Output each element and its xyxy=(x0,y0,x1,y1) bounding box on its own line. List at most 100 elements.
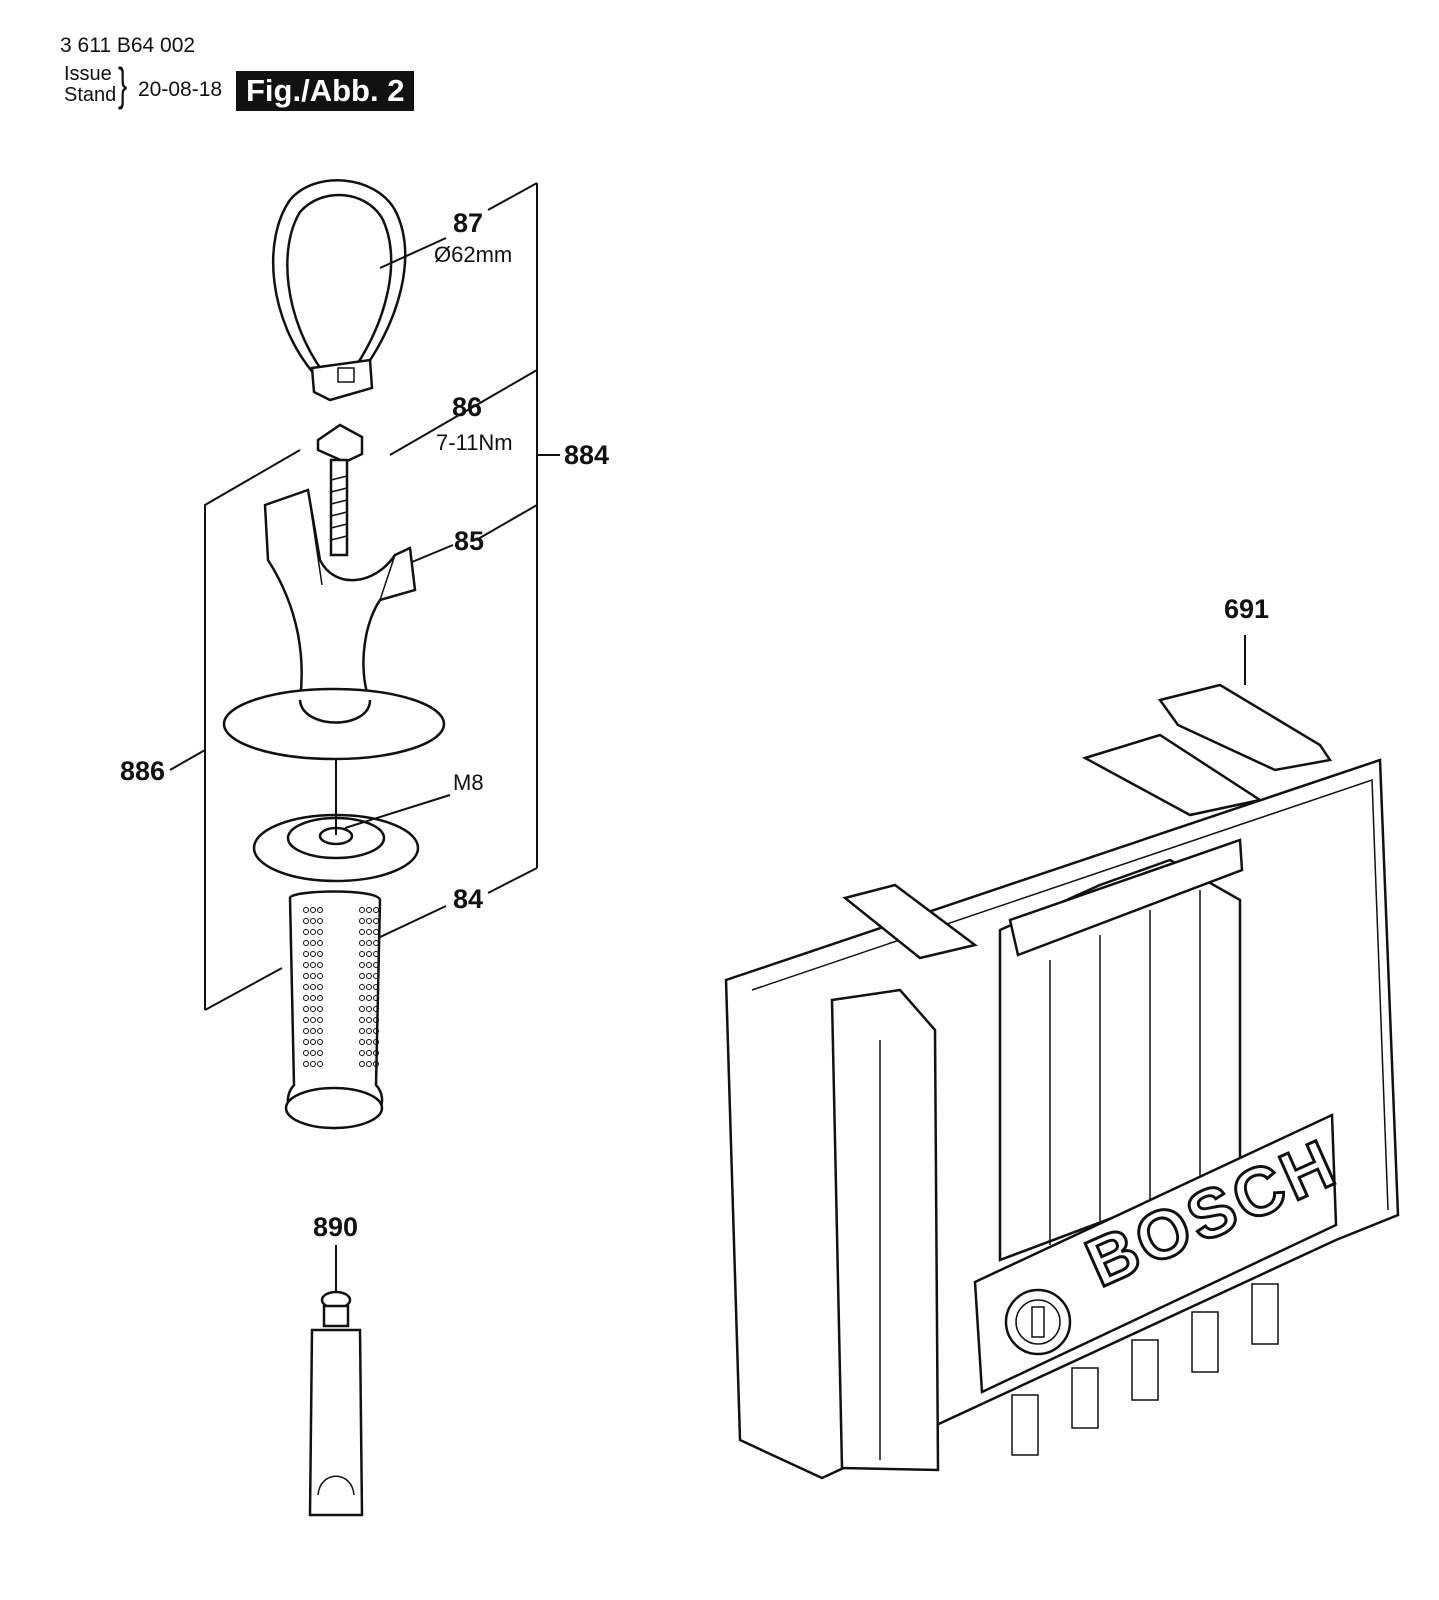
grip-dot xyxy=(373,973,379,979)
part-890-grease-tube xyxy=(308,1245,364,1517)
callout-84: 84 xyxy=(453,884,483,914)
part-691-carrying-case: BOSCH xyxy=(724,635,1400,1480)
grip-dot xyxy=(303,984,309,990)
grip-dot xyxy=(303,929,309,935)
grip-dot xyxy=(366,929,372,935)
grip-dot xyxy=(373,1017,379,1023)
grip-dot xyxy=(317,995,323,1001)
grip-dot xyxy=(373,1028,379,1034)
figure-badge: Fig./Abb. 2 xyxy=(236,71,415,111)
part-86-t-screw xyxy=(316,423,364,557)
grip-dot xyxy=(359,962,365,968)
grip-dot xyxy=(310,907,316,913)
grip-dot xyxy=(359,929,365,935)
grip-dot xyxy=(359,940,365,946)
grip-dot xyxy=(317,929,323,935)
grip-dot xyxy=(303,1017,309,1023)
grip-dot xyxy=(373,1006,379,1012)
grip-dot xyxy=(303,940,309,946)
grip-dot xyxy=(373,1050,379,1056)
grip-dot xyxy=(310,962,316,968)
callout-691: 691 xyxy=(1224,594,1269,624)
grip-dot xyxy=(303,1061,309,1067)
grip-dot xyxy=(366,1017,372,1023)
grip-dot xyxy=(366,995,372,1001)
grip-dot xyxy=(373,940,379,946)
grip-dot xyxy=(317,973,323,979)
grip-dot xyxy=(317,1061,323,1067)
grip-dot xyxy=(373,929,379,935)
grip-dot xyxy=(366,1039,372,1045)
grip-dot xyxy=(303,907,309,913)
grip-dot xyxy=(373,995,379,1001)
grip-dot xyxy=(303,1039,309,1045)
grip-dot xyxy=(303,962,309,968)
issue-date: 20-08-18 xyxy=(138,78,223,101)
grip-dot xyxy=(317,984,323,990)
callout-884: 884 xyxy=(564,440,609,470)
grip-dot xyxy=(366,1006,372,1012)
grip-dot xyxy=(359,1061,365,1067)
part-flange-washer xyxy=(252,760,451,883)
grip-dot xyxy=(359,995,365,1001)
grip-dot xyxy=(303,995,309,1001)
grip-dot xyxy=(310,1039,316,1045)
grip-dot xyxy=(317,940,323,946)
grip-dot-pattern xyxy=(303,907,379,1067)
grip-dot xyxy=(366,918,372,924)
part-84-grip-handle xyxy=(284,890,447,1130)
grip-dot xyxy=(310,995,316,1001)
grip-dot xyxy=(317,1050,323,1056)
brace-glyph: } xyxy=(118,58,128,110)
callout-m8: M8 xyxy=(453,770,484,795)
grip-dot xyxy=(310,1028,316,1034)
callout-86-spec: 7-11Nm xyxy=(436,430,513,455)
grip-dot xyxy=(359,1017,365,1023)
grip-dot xyxy=(310,1061,316,1067)
grip-dot xyxy=(317,1006,323,1012)
part-85-handle-holder xyxy=(222,488,454,761)
grip-dot xyxy=(303,1006,309,1012)
grip-dot xyxy=(359,1039,365,1045)
callout-87: 87 xyxy=(453,208,483,238)
grip-dot xyxy=(317,1028,323,1034)
grip-dot xyxy=(373,907,379,913)
grip-dot xyxy=(317,918,323,924)
grip-dot xyxy=(303,951,309,957)
grip-dot xyxy=(359,1028,365,1034)
grip-dot xyxy=(373,1039,379,1045)
grip-dot xyxy=(317,907,323,913)
assembly-group-frame xyxy=(169,182,560,1011)
grip-dot xyxy=(373,918,379,924)
grip-dot xyxy=(366,962,372,968)
grip-dot xyxy=(359,1050,365,1056)
grip-dot xyxy=(366,907,372,913)
grip-dot xyxy=(310,984,316,990)
grip-dot xyxy=(373,1061,379,1067)
grip-dot xyxy=(373,962,379,968)
grip-dot xyxy=(310,951,316,957)
grip-dot xyxy=(317,1017,323,1023)
callout-890: 890 xyxy=(313,1212,358,1242)
grip-dot xyxy=(359,1006,365,1012)
grip-dot xyxy=(373,951,379,957)
grip-dot xyxy=(310,929,316,935)
grip-dot xyxy=(366,973,372,979)
callout-86: 86 xyxy=(452,392,482,422)
grip-dot xyxy=(303,1050,309,1056)
grip-dot xyxy=(310,940,316,946)
grip-dot xyxy=(303,918,309,924)
grip-dot xyxy=(366,1050,372,1056)
grip-dot xyxy=(359,973,365,979)
grip-dot xyxy=(366,984,372,990)
part-87-clamp-band xyxy=(271,179,447,402)
grip-dot xyxy=(366,940,372,946)
grip-dot xyxy=(303,1028,309,1034)
issue-label: Issue xyxy=(64,63,112,85)
grip-dot xyxy=(310,1050,316,1056)
grip-dot xyxy=(359,918,365,924)
grip-dot xyxy=(366,1028,372,1034)
grip-dot xyxy=(303,973,309,979)
grip-dot xyxy=(359,984,365,990)
case-feet-ridges xyxy=(1011,1283,1279,1456)
